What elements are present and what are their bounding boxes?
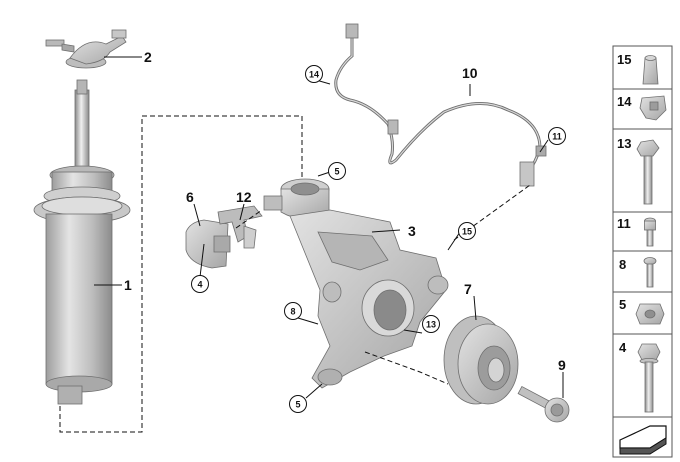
dashed-lines <box>59 115 531 433</box>
wheel-speed-sensor <box>334 23 547 187</box>
legend-item-4: 4 <box>612 333 673 418</box>
svg-text:14: 14 <box>617 94 632 109</box>
brake-line-bracket <box>185 219 231 269</box>
circled-callout-8: 8 <box>284 302 302 320</box>
legend-navigation-arrow[interactable] <box>612 416 673 458</box>
callout-10: 10 <box>462 65 478 81</box>
svg-text:15: 15 <box>617 52 631 67</box>
circled-callout-15: 15 <box>458 222 476 240</box>
svg-text:5: 5 <box>295 400 300 410</box>
strut-top-mount <box>45 29 127 69</box>
callout-12: 12 <box>236 189 252 205</box>
legend-item-14: 14 <box>612 88 673 130</box>
callout-9: 9 <box>558 357 566 373</box>
svg-text:5: 5 <box>334 167 339 177</box>
collar-bolt <box>517 385 570 423</box>
callout-labels: 2 1 3 6 12 7 9 10 <box>124 49 566 373</box>
svg-text:4: 4 <box>619 340 627 355</box>
circled-callout-4: 4 <box>191 275 209 293</box>
callout-6: 6 <box>186 189 194 205</box>
shock-absorber-strut <box>33 79 131 405</box>
leader-lines <box>94 56 564 399</box>
svg-text:14: 14 <box>309 70 319 80</box>
steering-knuckle <box>263 178 449 389</box>
legend-item-13: 13 <box>612 128 673 213</box>
legend-item-11: 11 <box>612 211 673 252</box>
circled-callout-11: 11 <box>548 127 566 145</box>
legend-item-5: 5 <box>612 291 673 335</box>
circled-callout-5-upper: 5 <box>328 162 346 180</box>
callout-2: 2 <box>144 49 152 65</box>
svg-text:11: 11 <box>552 132 562 142</box>
svg-text:5: 5 <box>619 297 626 312</box>
circled-callout-14: 14 <box>305 65 323 83</box>
svg-text:8: 8 <box>619 257 626 272</box>
circled-callouts: 4 5 5 8 13 14 11 15 <box>191 65 566 413</box>
fastener-legend: 15 14 13 11 8 <box>612 45 673 458</box>
callout-3: 3 <box>408 223 416 239</box>
svg-text:11: 11 <box>617 216 631 231</box>
svg-text:13: 13 <box>426 320 436 330</box>
legend-item-8: 8 <box>612 250 673 293</box>
circled-callout-13: 13 <box>422 315 440 333</box>
svg-text:4: 4 <box>197 280 202 290</box>
legend-item-15: 15 <box>612 45 673 90</box>
callout-1: 1 <box>124 277 132 293</box>
callout-7: 7 <box>464 281 472 297</box>
circled-callout-5-lower: 5 <box>289 395 307 413</box>
svg-text:8: 8 <box>290 307 295 317</box>
svg-text:15: 15 <box>462 227 472 237</box>
wheel-hub-bearing <box>443 315 519 405</box>
bracket-clip <box>217 205 263 249</box>
svg-text:13: 13 <box>617 136 631 151</box>
